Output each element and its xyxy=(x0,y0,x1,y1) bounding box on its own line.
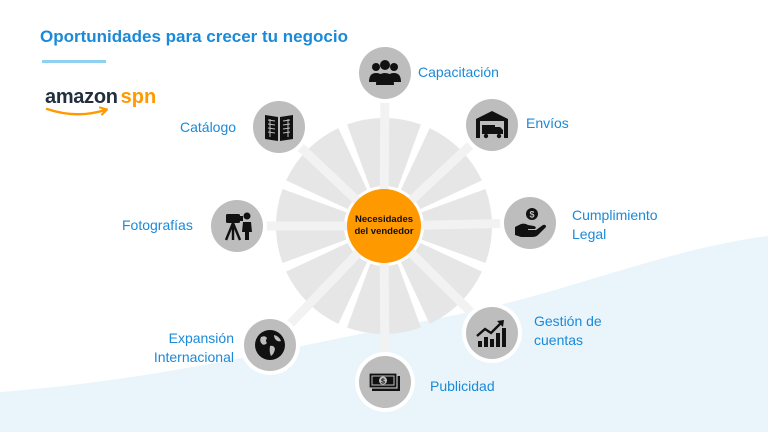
title-underline xyxy=(42,60,106,63)
hand-coin-icon: $ xyxy=(515,208,546,237)
globe-icon xyxy=(255,330,285,360)
logo-word-amazon: amazon xyxy=(45,86,118,108)
node-publicidad[interactable]: $ xyxy=(355,352,415,412)
node-capacitacion[interactable] xyxy=(355,43,415,103)
label-expansion-internacional: Expansión Internacional xyxy=(153,330,234,365)
logo-word-spn: spn xyxy=(120,86,157,108)
label-publicidad: Publicidad xyxy=(430,378,495,394)
label-cumplimiento-legal: Cumplimiento Legal xyxy=(572,207,658,242)
growth-chart-icon xyxy=(476,320,506,347)
label-catalogo: Catálogo xyxy=(180,119,237,135)
node-catalogo[interactable] xyxy=(249,97,309,157)
center-label: Necesidades del vendedor xyxy=(354,214,414,237)
node-envios[interactable] xyxy=(462,95,522,155)
node-cumplimiento-legal[interactable]: $ xyxy=(500,193,560,253)
center-hub: Necesidades del vendedor xyxy=(347,189,421,263)
tripod-camera-icon xyxy=(224,212,252,241)
book-icon xyxy=(265,115,293,141)
label-fotografias: Fotografías xyxy=(122,217,193,233)
svg-text:$: $ xyxy=(529,210,534,220)
label-gestion-de-cuentas: Gestión de cuentas xyxy=(534,313,602,348)
logo-smile-icon xyxy=(45,106,109,116)
label-envios: Envíos xyxy=(526,115,569,131)
svg-text:$: $ xyxy=(381,379,385,386)
node-expansion-internacional[interactable] xyxy=(240,315,300,375)
node-gestion-de-cuentas[interactable] xyxy=(462,303,522,363)
people-group-icon xyxy=(369,60,401,85)
node-fotografias[interactable] xyxy=(207,196,267,256)
warehouse-truck-icon xyxy=(476,111,508,139)
label-capacitacion: Capacitación xyxy=(418,64,499,80)
money-bill-icon: $ xyxy=(368,372,400,391)
page-title: Oportunidades para crecer tu negocio xyxy=(40,27,348,46)
